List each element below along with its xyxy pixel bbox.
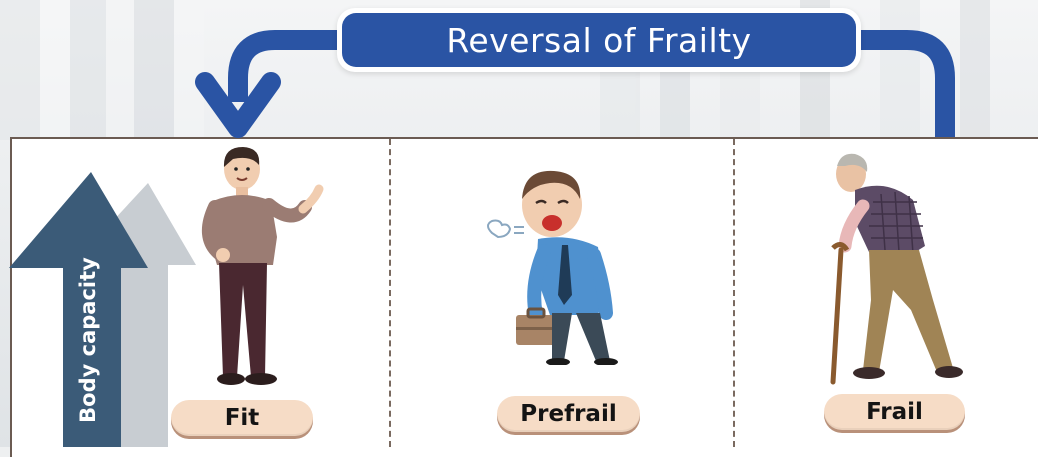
body-capacity-label: Body capacity — [58, 240, 118, 440]
elderly-man-with-cane-icon — [825, 150, 965, 390]
body-capacity-text: Body capacity — [76, 257, 100, 423]
stage-label-fit-text: Fit — [225, 405, 260, 431]
stage-label-fit: Fit — [171, 400, 313, 436]
stage-label-prefrail: Prefrail — [497, 396, 640, 432]
stage-label-frail-text: Frail — [866, 399, 923, 425]
fit-man-icon — [195, 145, 325, 390]
tired-man-icon — [480, 165, 630, 365]
stage-label-frail: Frail — [824, 394, 965, 430]
stage-label-prefrail-text: Prefrail — [520, 401, 616, 427]
